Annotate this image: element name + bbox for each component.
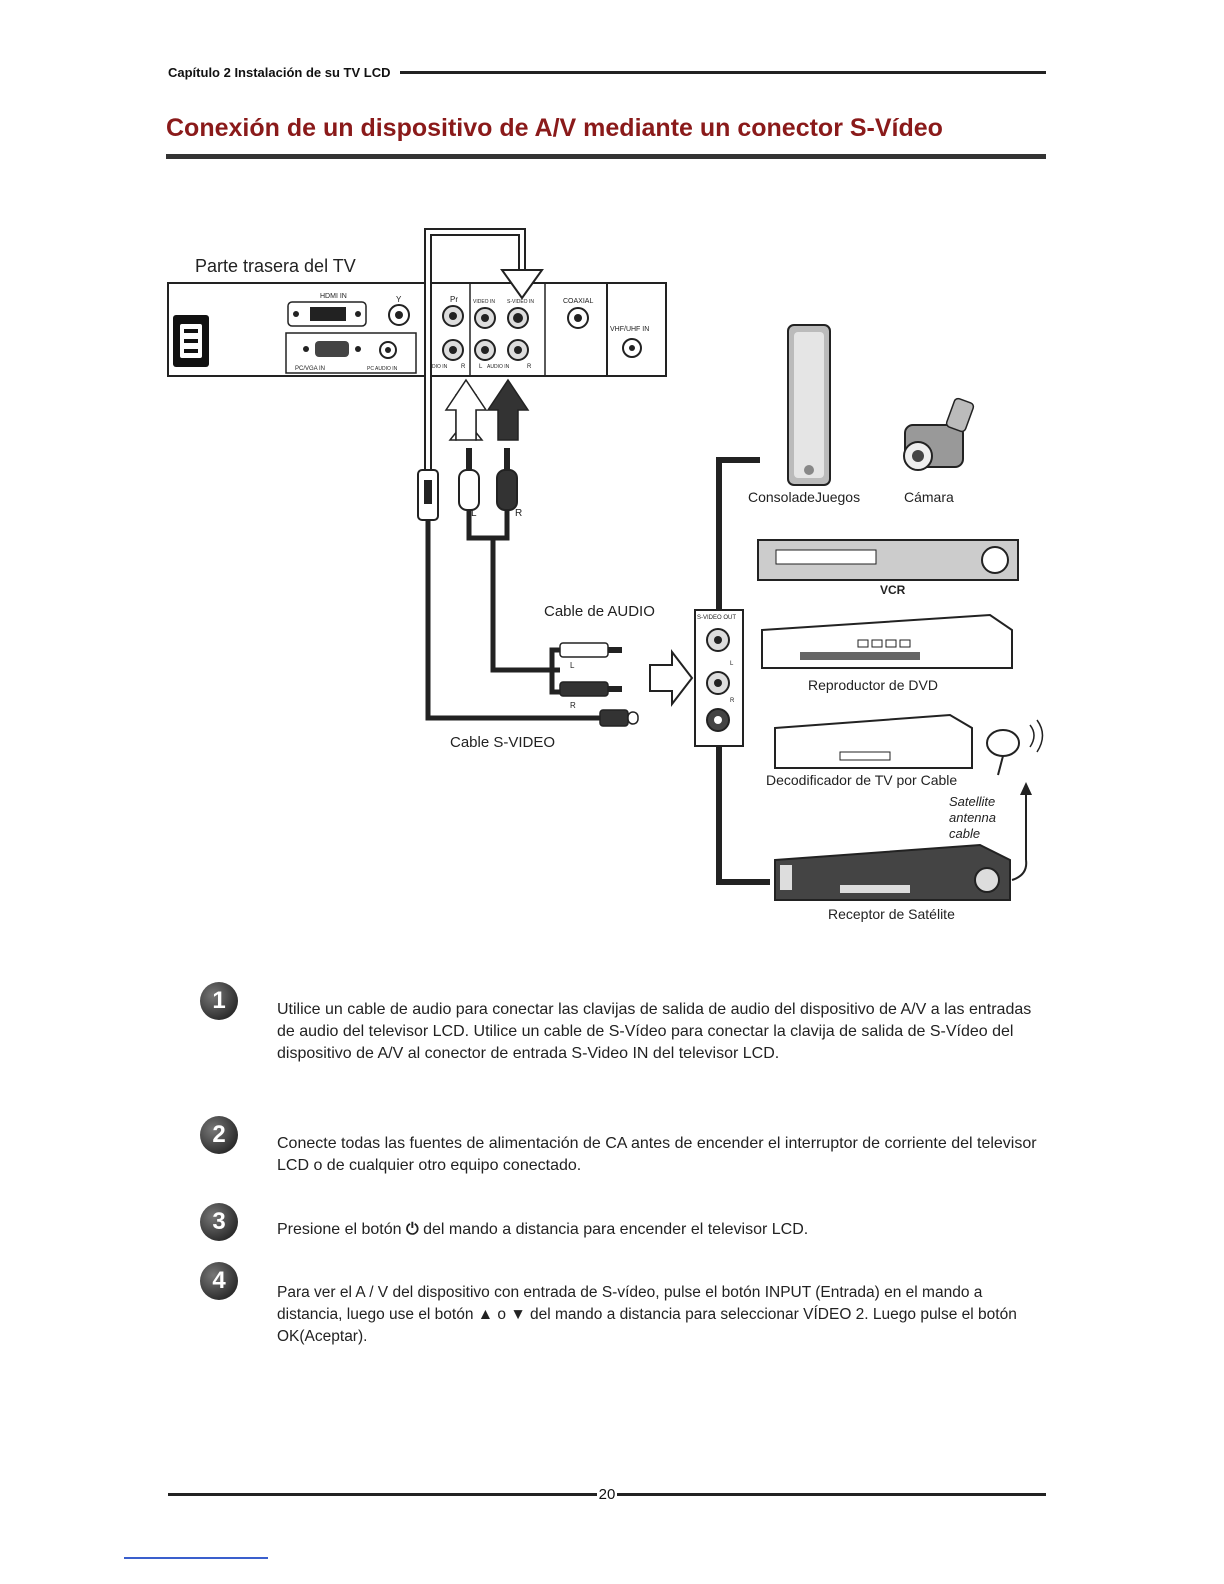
connection-diagram: Parte trasera del TV HDMI IN PC/VGA IN P… (167, 228, 1044, 922)
step-text: Para ver el A / V del dispositivo con en… (277, 1284, 1017, 1345)
hdmi-label: HDMI IN (320, 293, 347, 300)
step-text-before: Presione el botón (277, 1221, 402, 1238)
cable-end-r-label: R (570, 701, 576, 710)
footer-rule-left (168, 1492, 597, 1496)
page-title: Conexión de un dispositivo de A/V median… (166, 114, 943, 142)
satellite-receiver-icon (774, 843, 1011, 901)
audio-in-r2-label: R (527, 364, 532, 370)
svideo-in-label: S-VIDEO IN (507, 299, 534, 305)
rca-plug-r-icon (496, 448, 518, 511)
sat-receiver-label: Receptor de Satélite (828, 906, 955, 922)
step-text: Presione el botón ⏻ del mando a distanci… (277, 1219, 1047, 1241)
camera-label: Cámara (904, 489, 954, 505)
video-in-label: VIDEO IN (473, 299, 495, 305)
arrow-up-satellite-icon (1020, 782, 1032, 795)
running-header: Capítulo 2 Instalación de su TV LCD (168, 62, 1046, 82)
satellite-line3: cable (949, 826, 980, 841)
camera-icon (903, 397, 975, 471)
pcaudio-label: PC AUDIO IN (367, 366, 398, 372)
plug-l-label: L (471, 508, 477, 519)
cable-svideo-label: Cable S-VIDEO (450, 734, 555, 751)
step-text: Utilice un cable de audio para conectar … (277, 1001, 1032, 1062)
audio-r-label: R (461, 364, 466, 370)
step-number-badge: 2 (200, 1116, 238, 1154)
svideo-cable-lower (425, 520, 600, 721)
footer-rule-right (617, 1492, 1046, 1496)
arrow-down-svideo-icon (500, 269, 544, 300)
audio-in-partial-label: DIO IN (432, 364, 448, 370)
step-text: Conecte todas las fuentes de alimentació… (277, 1135, 1037, 1174)
title-rule (166, 154, 1046, 159)
console-label: ConsoladeJuegos (748, 489, 860, 505)
audio-cable (490, 538, 560, 673)
dvd-player-icon (761, 613, 1013, 669)
header-rule (400, 70, 1046, 74)
power-icon: ⏻ (405, 1221, 419, 1238)
audio-in-l-label: L (479, 364, 483, 370)
bracket-lower (716, 746, 770, 885)
y-label: Y (396, 295, 402, 304)
vhf-label: VHF/UHF IN (610, 326, 649, 333)
rca-plug-l-icon (458, 448, 480, 511)
page-number: 20 (598, 1485, 616, 1503)
tv-back-panel: HDMI IN PC/VGA IN PC AUDIO IN Y Pr DIO I… (167, 282, 667, 377)
tv-rear-label: Parte trasera del TV (195, 256, 356, 276)
arrow-up-audio-l-icon (444, 378, 488, 441)
page-footer: 20 (168, 1483, 1046, 1505)
vga-port-icon (285, 332, 417, 374)
svideo-end-icon (599, 709, 639, 727)
coaxial-label: COAXIAL (563, 298, 593, 305)
chapter-label: Capítulo 2 Instalación de su TV LCD (168, 64, 391, 80)
step-text-after: del mando a distancia para encender el t… (423, 1221, 809, 1238)
dvd-label: Reproductor de DVD (808, 677, 938, 693)
step-number-badge: 1 (200, 982, 238, 1020)
satellite-dish-icon (986, 719, 1044, 776)
plug-r-label: R (515, 508, 522, 519)
hdmi-port-icon (287, 301, 367, 327)
bracket-upper (716, 457, 760, 610)
satellite-line1: Satellite (949, 794, 995, 809)
cable-box-label: Decodificador de TV por Cable (766, 772, 957, 788)
jack-r-label: R (730, 698, 735, 704)
arrow-up-audio-r-icon (486, 378, 530, 441)
rca-end-l-icon (559, 642, 622, 658)
cable-audio-label: Cable de AUDIO (544, 603, 655, 620)
step-number-badge: 3 (200, 1203, 238, 1241)
corner-line (124, 1557, 268, 1559)
pcvga-label: PC/VGA IN (295, 366, 325, 372)
audio-in-label: AUDIO IN (487, 364, 510, 370)
svideo-out-panel (694, 609, 744, 747)
pr-label: Pr (450, 295, 458, 304)
power-socket-icon (173, 315, 209, 367)
rca-end-r-icon (559, 681, 622, 697)
game-console-icon (787, 324, 831, 486)
vcr-label: VCR (880, 583, 906, 597)
satellite-line2: antenna (949, 810, 996, 825)
svideo-out-label: S-VIDEO OUT (697, 615, 736, 621)
jack-l-label: L (730, 661, 734, 667)
arrow-right-icon (649, 649, 694, 707)
step-number-badge: 4 (200, 1262, 238, 1300)
svideo-plug-icon (417, 469, 439, 521)
cable-box-icon (774, 713, 973, 769)
vcr-icon (757, 539, 1019, 581)
cable-end-l-label: L (570, 661, 575, 670)
